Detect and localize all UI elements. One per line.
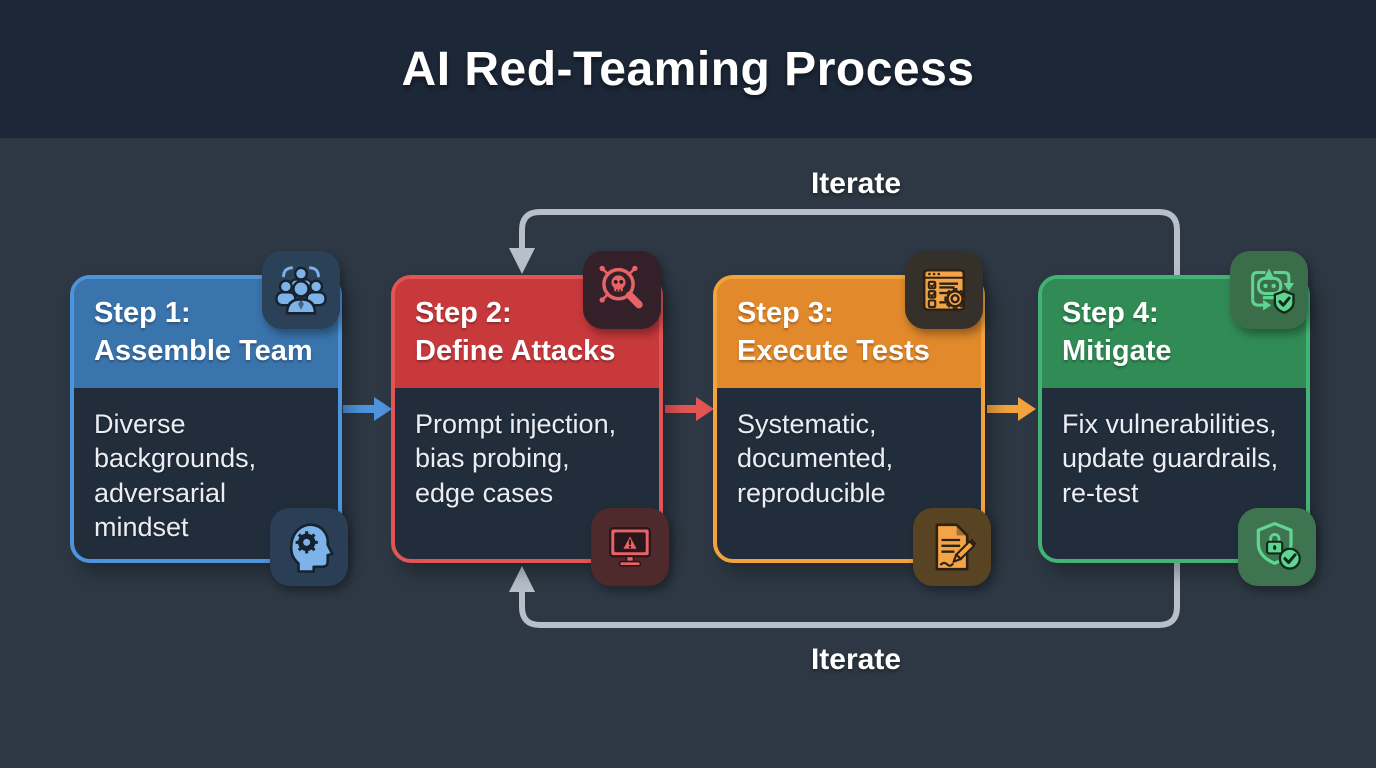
header-band: AI Red-Teaming Process bbox=[0, 0, 1376, 138]
checklist-gear-icon bbox=[905, 251, 983, 329]
robot-shield-icon bbox=[1230, 251, 1308, 329]
step1-description: Diverse backgrounds, adversarial mindset bbox=[94, 409, 257, 542]
shield-lock-icon bbox=[1238, 508, 1316, 586]
monitor-warning-icon bbox=[591, 508, 669, 586]
iterate-bottom-arrowhead-icon bbox=[509, 566, 535, 592]
step4-title: Step 4: Mitigate bbox=[1062, 297, 1172, 368]
step-card-4: Step 4: Mitigate Fix vulnerabilities, up… bbox=[1038, 251, 1316, 586]
step-card-3: Step 3: Execute Tests Systematic, docume… bbox=[713, 251, 991, 586]
iterate-label-bottom: Iterate bbox=[810, 643, 902, 676]
team-icon bbox=[262, 251, 340, 329]
threat-scan-icon bbox=[583, 251, 661, 329]
arrow-step1-to-step2-icon bbox=[343, 397, 392, 421]
arrow-step3-to-step4-icon bbox=[987, 397, 1036, 421]
step-card-1: Step 1: Assemble Team Diverse background… bbox=[70, 251, 348, 586]
step3-title: Step 3: Execute Tests bbox=[737, 297, 930, 368]
step-card-2: Step 2: Define Attacks Prompt injection,… bbox=[391, 251, 669, 586]
iterate-loop-bottom bbox=[509, 561, 1180, 628]
step2-description: Prompt injection, bias probing, edge cas… bbox=[415, 409, 617, 508]
arrow-step2-to-step3-icon bbox=[665, 397, 714, 421]
iterate-top-arrowhead-icon bbox=[509, 248, 535, 274]
iterate-label-top: Iterate bbox=[810, 167, 902, 200]
step4-description: Fix vulnerabilities, update guardrails, … bbox=[1062, 409, 1279, 508]
step2-body: Prompt injection, bias probing, edge cas… bbox=[395, 388, 659, 510]
step2-title: Step 2: Define Attacks bbox=[415, 297, 616, 368]
document-pencil-icon bbox=[913, 508, 991, 586]
step3-description: Systematic, documented, reproducible bbox=[737, 409, 894, 508]
step3-body: Systematic, documented, reproducible bbox=[717, 388, 981, 510]
iterate-loop-top bbox=[509, 209, 1180, 277]
head-gear-icon bbox=[270, 508, 348, 586]
step4-body: Fix vulnerabilities, update guardrails, … bbox=[1042, 388, 1306, 510]
page-title: AI Red-Teaming Process bbox=[401, 42, 975, 96]
step1-body: Diverse backgrounds, adversarial mindset bbox=[74, 388, 338, 544]
step1-title: Step 1: Assemble Team bbox=[94, 297, 313, 368]
